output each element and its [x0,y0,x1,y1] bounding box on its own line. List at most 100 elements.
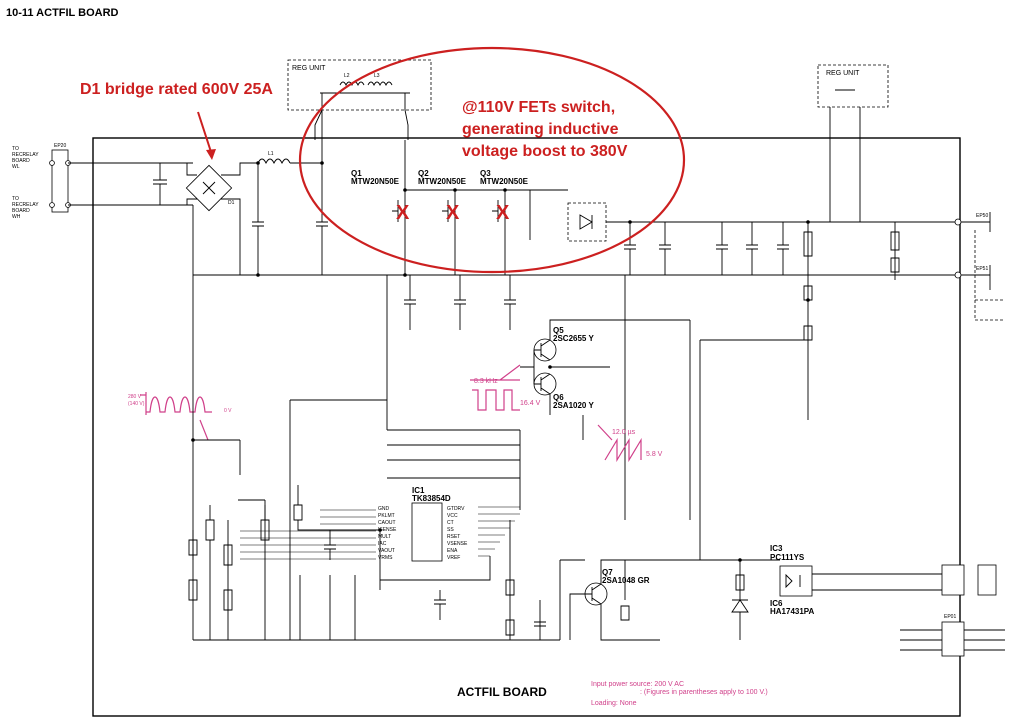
svg-text:2SA1020 Y: 2SA1020 Y [553,401,594,410]
transistor-q5: Q5 2SC2655 Y [533,326,594,362]
svg-text:EP01: EP01 [944,614,956,620]
connector-ep01: EP01 [900,614,1005,657]
svg-text:EP20: EP20 [54,143,66,149]
svg-text:SS: SS [447,527,454,533]
output-ep50: EP50 [954,212,991,232]
svg-text:GTDRV: GTDRV [447,506,465,512]
svg-text:Q6: Q6 [553,393,564,402]
svg-text:WL: WL [12,164,20,170]
svg-text:VRMS: VRMS [378,555,393,561]
ic3-optocoupler: IC3 PC111YS [770,544,813,597]
svg-text:generating inductive: generating inductive [462,121,619,138]
svg-text:280 V: 280 V [128,394,142,400]
svg-text:RECRELAY: RECRELAY [12,152,39,158]
svg-text:VREF: VREF [447,555,460,561]
svg-text:PC111YS: PC111YS [770,553,805,562]
connector-right-upper [890,564,997,596]
svg-text:Q7: Q7 [602,568,613,577]
svg-text:L2: L2 [344,73,350,79]
fet-annotation: @110V FETs switch, generating inductive … [462,99,628,160]
svg-text:voltage boost to 380V: voltage boost to 380V [462,143,628,160]
svg-text:X: X [396,202,410,224]
svg-text:2SA1048 GR: 2SA1048 GR [602,576,650,585]
svg-text:TO: TO [12,196,19,202]
loading-note: Loading: None [591,700,637,707]
fet-q3: Q3 MTW20N50E [480,169,529,230]
page-header: 10-11 ACTFIL BOARD [6,7,119,19]
svg-text:L1: L1 [268,151,274,157]
fet-q1: Q1 MTW20N50E [351,169,406,230]
svg-text:2SC2655 Y: 2SC2655 Y [553,334,594,343]
input-label-top: TO RECRELAY BOARD WL [12,146,39,170]
waveform-ramp: 12.0 µs 5.8 V [597,424,663,463]
output-ep51: EP51 [954,265,991,290]
waveform-gate: 8.3 kHz 16.4 V [470,364,541,411]
svg-text:12.0 µs: 12.0 µs [612,429,636,436]
svg-text:Q2: Q2 [418,169,429,178]
svg-text:MTW20N50E: MTW20N50E [480,177,529,186]
svg-text:IC1: IC1 [412,486,425,495]
svg-text:X: X [496,202,510,224]
svg-text:IC3: IC3 [770,544,783,553]
svg-text:5.8 V: 5.8 V [646,451,663,458]
svg-text:EP50: EP50 [976,213,988,219]
svg-text:VAOUT: VAOUT [378,548,395,554]
svg-text:CT: CT [447,520,454,526]
bridge-annotation: D1 bridge rated 600V 25A [80,81,273,98]
inductor-l2-l3: L2 L3 [320,73,410,94]
svg-text:REG UNIT: REG UNIT [292,65,326,72]
connector-ep20: EP20 [49,143,71,213]
svg-text:0 V: 0 V [224,408,232,414]
board-title: ACTFIL BOARD [457,685,547,699]
ic1-right-pins: GTDRV VCC CT SS RSET VSENSE ENA VREF [447,506,468,561]
inductor-l1: L1 [257,151,291,165]
svg-text:Q3: Q3 [480,169,491,178]
power-source-note: Input power source: 200 V AC [591,681,684,688]
figures-note: : (Figures in parentheses apply to 100 V… [640,689,768,696]
junction-dots [191,161,810,562]
svg-text:8.3 kHz: 8.3 kHz [474,378,498,385]
board-frame [92,137,961,717]
output-diode-block [567,202,607,242]
svg-text:MTW20N50E: MTW20N50E [351,177,400,186]
svg-text:PKLMT: PKLMT [378,513,395,519]
svg-text:WH: WH [12,214,21,220]
svg-text:EP51: EP51 [976,266,988,272]
input-label-bottom: TO RECRELAY BOARD WH [12,196,39,220]
transistor-q7: Q7 2SA1048 GR [584,568,650,606]
svg-text:VSENSE: VSENSE [447,541,468,547]
svg-text:MULT: MULT [378,534,391,540]
svg-text:TO: TO [12,146,19,152]
svg-text:BOARD: BOARD [12,208,30,214]
svg-text:16.4 V: 16.4 V [520,400,541,407]
svg-text:@110V FETs switch,: @110V FETs switch, [462,99,615,116]
svg-text:ENA: ENA [447,548,458,554]
svg-text:IC6: IC6 [770,599,783,608]
svg-text:L3: L3 [374,73,380,79]
svg-text:HA17431PA: HA17431PA [770,607,815,616]
svg-text:D1: D1 [228,200,235,206]
ic1-left-pins: GND PKLMT CAOUT ISENSE MULT IAC VAOUT VR… [378,506,397,561]
svg-text:VCC: VCC [447,513,458,519]
waveform-input: 280 V (140 V) 0 V [128,392,232,441]
ic6-shunt-regulator: IC6 HA17431PA [731,599,815,616]
reg-unit-right: REG UNIT [817,64,889,108]
svg-text:RECRELAY: RECRELAY [12,202,39,208]
svg-text:TK83854D: TK83854D [412,494,451,503]
svg-text:BOARD: BOARD [12,158,30,164]
svg-text:Q1: Q1 [351,169,362,178]
svg-text:MTW20N50E: MTW20N50E [418,177,467,186]
svg-text:IAC: IAC [378,541,387,547]
svg-text:Q5: Q5 [553,326,564,335]
svg-text:(140 V): (140 V) [128,401,145,407]
svg-text:RSET: RSET [447,534,460,540]
svg-text:X: X [446,202,460,224]
bridge-rectifier-d1: D1 [185,164,235,212]
transistor-q6: Q6 2SA1020 Y [533,372,594,410]
fet-q2: Q2 MTW20N50E [418,169,467,230]
fet-fault-marks: X X X [396,202,510,224]
svg-text:REG UNIT: REG UNIT [826,70,860,77]
ic1-tk83854d: IC1 TK83854D GND PKLMT CAOUT ISENSE MULT… [378,486,468,562]
svg-text:ISENSE: ISENSE [378,527,397,533]
